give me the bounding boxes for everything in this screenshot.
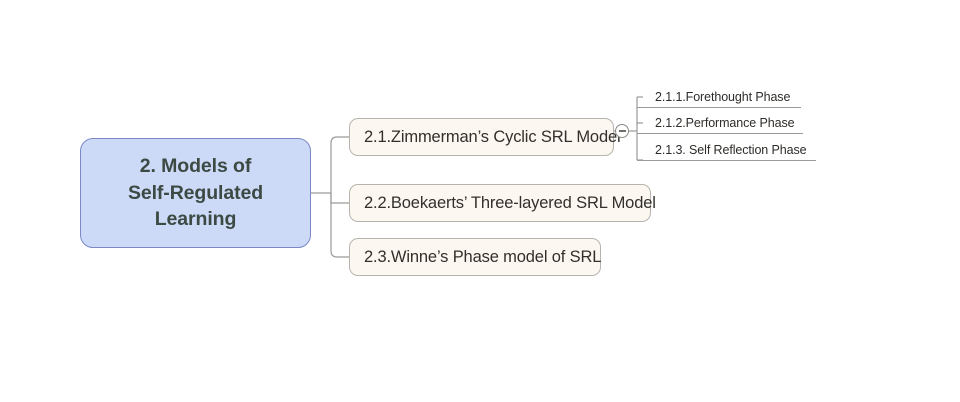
root-node[interactable]: 2. Models of Self-Regulated Learning bbox=[80, 138, 311, 248]
node-winne-phase-model-of-srl[interactable]: 2.3.Winne’s Phase model of SRL bbox=[349, 238, 601, 276]
node-label: 2.3.Winne’s Phase model of SRL bbox=[364, 247, 602, 266]
leaf-self-reflection-phase[interactable]: 2.1.3. Self Reflection Phase bbox=[637, 139, 816, 161]
collapse-minus-icon[interactable] bbox=[615, 124, 629, 138]
leaf-forethought-phase[interactable]: 2.1.1.Forethought Phase bbox=[637, 86, 801, 108]
node-boekaerts-three-layered-srl-model[interactable]: 2.2.Boekaerts’ Three-layered SRL Model bbox=[349, 184, 656, 222]
node-label: 2.1.Zimmerman’s Cyclic SRL Model bbox=[364, 127, 621, 146]
minus-glyph bbox=[618, 130, 626, 132]
leaf-label: 2.1.1.Forethought Phase bbox=[655, 90, 791, 104]
leaf-label: 2.1.3. Self Reflection Phase bbox=[655, 143, 807, 157]
node-zimmerman-cyclic-srl-model[interactable]: 2.1.Zimmerman’s Cyclic SRL Model bbox=[349, 118, 621, 156]
root-node-label: 2. Models of Self-Regulated Learning bbox=[127, 154, 264, 231]
leaf-label: 2.1.2.Performance Phase bbox=[655, 116, 795, 130]
leaf-performance-phase[interactable]: 2.1.2.Performance Phase bbox=[637, 112, 803, 134]
node-label: 2.2.Boekaerts’ Three-layered SRL Model bbox=[364, 193, 656, 212]
